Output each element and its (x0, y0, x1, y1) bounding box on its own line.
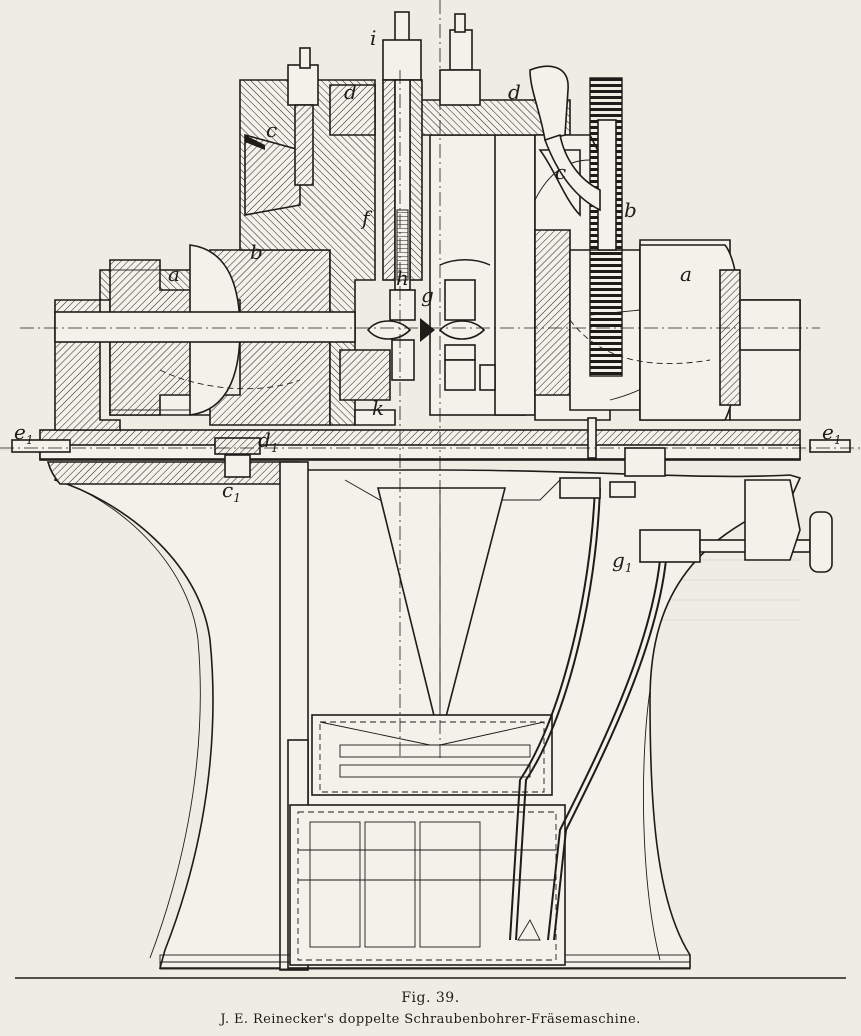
label-d1: d1 (258, 430, 278, 458)
label-d-left-text: d (344, 80, 357, 104)
figure-number: Fig. 39. (401, 990, 460, 1006)
label-d1-sub: 1 (270, 441, 279, 455)
label-b-right: b (624, 200, 637, 220)
label-e1-left-text: e (14, 420, 26, 444)
label-c-right-text: c (555, 160, 567, 184)
figure-caption: J. E. Reinecker's doppelte Schraubenbohr… (220, 1012, 641, 1027)
label-e1-right-sub: 1 (833, 433, 842, 447)
label-h: h (396, 268, 409, 288)
label-d1-text: d (258, 428, 271, 452)
label-d-left: d (344, 82, 357, 102)
casting-k (339, 349, 396, 426)
label-a-right-text: a (680, 262, 692, 286)
label-b-left: b (250, 242, 263, 262)
label-a-left: a (168, 264, 180, 284)
top-bolt-left (287, 47, 319, 186)
label-c1: c1 (222, 480, 241, 508)
label-k: k (372, 398, 384, 418)
label-a-left-text: a (168, 262, 180, 286)
label-c-left: c (266, 120, 277, 140)
label-g1: g1 (612, 550, 632, 578)
label-e1-left-sub: 1 (25, 433, 34, 447)
label-f: f (362, 208, 369, 228)
top-bolt-right (439, 13, 481, 106)
label-i: i (370, 28, 376, 48)
label-g: g (421, 285, 434, 305)
bevel-gear-c-left (244, 133, 301, 216)
valve-assembly-g1 (559, 417, 833, 573)
label-e1-left: e1 (14, 422, 33, 450)
pulley-right (589, 244, 741, 421)
label-c-right: c (555, 162, 566, 182)
label-b-right-text: b (624, 198, 637, 222)
gear-wheel-b (589, 77, 623, 377)
label-i-text: i (370, 26, 377, 50)
coolant-tank-upper (311, 714, 553, 796)
top-lever (529, 65, 601, 212)
label-g1-text: g (612, 548, 625, 572)
label-c1-text: c (222, 478, 234, 502)
main-spindle (382, 11, 423, 381)
feed-shaft-e1 (11, 437, 851, 478)
cutter-heads (366, 259, 496, 391)
main-horizontal-shaft (54, 299, 801, 351)
label-e1-right-text: e (822, 420, 834, 444)
coolant-pipes (509, 487, 667, 941)
label-f-text: f (362, 206, 370, 230)
label-c-left-text: c (266, 118, 278, 142)
label-g1-sub: 1 (624, 561, 633, 575)
label-b-left-text: b (250, 240, 263, 264)
label-h-text: h (396, 266, 409, 290)
label-d-right: d (508, 82, 521, 102)
label-a-right: a (680, 264, 692, 284)
label-g-text: g (421, 283, 434, 307)
label-k-text: k (372, 396, 385, 420)
label-d-right-text: d (508, 80, 521, 104)
label-c1-sub: 1 (233, 491, 241, 505)
center-lines (0, 0, 861, 760)
label-e1-right: e1 (822, 422, 841, 450)
